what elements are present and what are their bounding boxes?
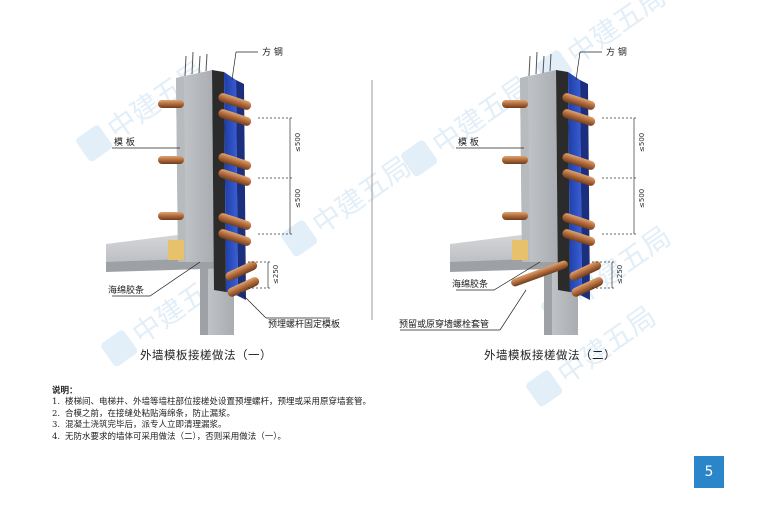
note-item: 4.无防水要求的墙体可采用做法（二），否则采用做法（一）。 (52, 431, 287, 442)
concrete-wall (520, 70, 558, 262)
right-figure-caption: 外墙模板接槎做法（二） (484, 348, 616, 362)
concrete-wall (176, 70, 214, 262)
label-sleeve-pipe: 预留或原穿墙螺栓套管 (399, 318, 489, 330)
label-square-steel: 方 钢 (262, 46, 283, 58)
formwork-panel (212, 70, 226, 292)
dim-spacing-3: ≤250 (616, 265, 624, 284)
left-figure-caption: 外墙模板接槎做法（一） (140, 348, 272, 362)
tie-pipes (502, 93, 604, 297)
label-square-steel: 方 钢 (606, 46, 627, 58)
watermark: 中建五局 (561, 0, 672, 71)
tie-pipes (158, 93, 260, 297)
notes-block: 说明： 1.楼梯间、电梯井、外墙等墙柱部位接槎处设置预埋螺杆，预埋或采用原穿墙套… (52, 386, 371, 443)
note-text: 合模之前，在接缝处粘贴海绵条，防止漏浆。 (65, 408, 236, 419)
left-formwork-figure: ≤500 ≤500 ≤250 方 钢 模 板 海绵胶条 预埋螺杆固定模板 (106, 46, 340, 335)
watermark: 中建五局 (306, 150, 417, 241)
note-text: 楼梯间、电梯井、外墙等墙柱部位接槎处设置预埋螺杆，预埋或采用原穿墙套管。 (65, 397, 372, 408)
dim-spacing-2: ≤500 (638, 189, 646, 208)
label-formwork: 模 板 (114, 136, 135, 148)
page-number: 5 (694, 456, 724, 488)
label-formwork: 模 板 (458, 136, 479, 148)
note-text: 混凝土浇筑完毕后，派专人立即清理漏浆。 (65, 420, 227, 431)
note-item: 3.混凝土浇筑完毕后，派专人立即清理漏浆。 (52, 420, 227, 431)
label-embedded-bolt: 预埋螺杆固定模板 (268, 318, 340, 330)
label-sponge-strip: 海绵胶条 (108, 284, 144, 296)
formwork-panel (556, 70, 570, 292)
dim-spacing-2: ≤500 (294, 189, 302, 208)
right-formwork-figure: ≤500 ≤500 ≤250 方 钢 模 板 海绵胶条 预留或原穿墙螺栓套管 (399, 46, 646, 335)
dim-spacing-1: ≤500 (638, 133, 646, 152)
dim-spacing-1: ≤500 (294, 133, 302, 152)
dim-spacing-3: ≤250 (272, 265, 280, 284)
label-sponge-strip: 海绵胶条 (452, 278, 488, 290)
note-text: 无防水要求的墙体可采用做法（二），否则采用做法（一）。 (65, 431, 287, 442)
notes-title: 说明： (52, 386, 78, 396)
note-item: 2.合模之前，在接缝处粘贴海绵条，防止漏浆。 (52, 408, 236, 419)
note-item: 1.楼梯间、电梯井、外墙等墙柱部位接槎处设置预埋螺杆，预埋或采用原穿墙套管。 (52, 397, 372, 408)
